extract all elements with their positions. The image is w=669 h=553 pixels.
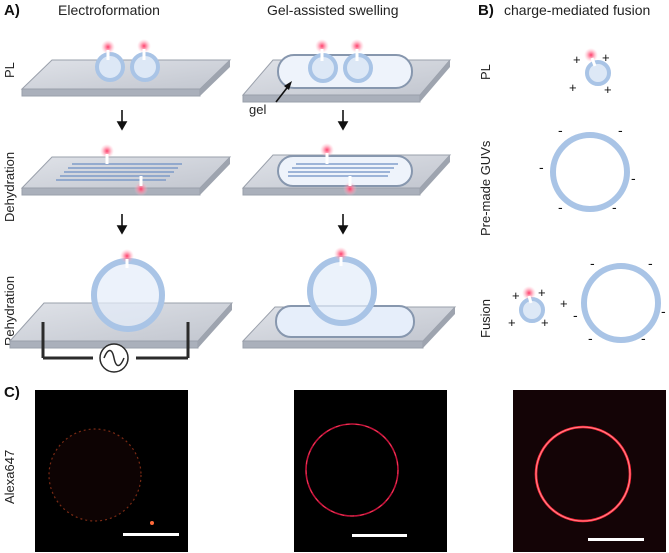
premade-guv bbox=[550, 132, 630, 212]
negative-charges: - - - - - - bbox=[539, 122, 636, 215]
fusion-small-vesicle bbox=[519, 286, 545, 323]
positive-charges: + + + + bbox=[569, 50, 612, 97]
fusion-negative-charges: - - - - - - bbox=[573, 255, 666, 346]
vesicle-small-1 bbox=[95, 40, 125, 82]
vesicle-small-4 bbox=[343, 39, 373, 83]
slide-electroformation-rehydration bbox=[8, 249, 234, 373]
scale-bar bbox=[123, 533, 179, 536]
svg-text:-: - bbox=[631, 170, 636, 186]
column-title-gel-swelling: Gel-assisted swelling bbox=[267, 2, 399, 18]
gel-arrow bbox=[275, 81, 292, 103]
svg-text:-: - bbox=[558, 199, 563, 215]
svg-text:+: + bbox=[508, 315, 516, 330]
scale-bar bbox=[352, 534, 407, 537]
schematic-diagram: gel bbox=[8, 39, 666, 373]
charged-vesicle-pl bbox=[584, 48, 611, 86]
down-arrow bbox=[116, 214, 349, 235]
vesicle-small-2 bbox=[130, 39, 160, 82]
slide-gel-rehydration bbox=[241, 247, 457, 349]
dye-label bbox=[101, 40, 115, 54]
svg-text:+: + bbox=[602, 50, 610, 65]
gel-annotation: gel bbox=[249, 102, 266, 117]
micrograph-gel-swelling bbox=[294, 390, 447, 552]
panel-a-label: A) bbox=[4, 2, 20, 19]
down-arrow bbox=[116, 110, 349, 131]
svg-text:+: + bbox=[538, 285, 546, 300]
fusion-positive-charges: + + + + + bbox=[508, 285, 568, 330]
svg-text:-: - bbox=[558, 122, 563, 138]
slide-electroformation-pl bbox=[20, 59, 232, 97]
svg-text:-: - bbox=[588, 330, 593, 346]
svg-text:-: - bbox=[618, 122, 623, 138]
vesicle-small-3 bbox=[308, 39, 338, 83]
svg-text:-: - bbox=[641, 330, 646, 346]
svg-text:+: + bbox=[569, 80, 577, 95]
row-label-alexa647: Alexa647 bbox=[2, 449, 17, 504]
svg-text:+: + bbox=[560, 296, 568, 311]
svg-text:+: + bbox=[541, 315, 549, 330]
slide-gel-pl bbox=[241, 54, 452, 103]
micrograph-charge-fusion bbox=[513, 390, 666, 552]
column-title-charge-fusion: charge-mediated fusion bbox=[504, 2, 651, 18]
svg-text:-: - bbox=[573, 307, 578, 323]
fusion-large-vesicle bbox=[581, 263, 661, 343]
svg-text:-: - bbox=[590, 255, 595, 271]
column-title-electroformation: Electroformation bbox=[58, 2, 160, 18]
giant-vesicle bbox=[91, 258, 165, 332]
panel-b-label: B) bbox=[478, 2, 494, 19]
svg-text:+: + bbox=[573, 52, 581, 67]
lipid-stack bbox=[56, 163, 182, 181]
svg-text:-: - bbox=[648, 255, 653, 271]
slide-electroformation-dehydration bbox=[20, 144, 232, 196]
svg-text:-: - bbox=[612, 199, 617, 215]
svg-text:+: + bbox=[604, 82, 612, 97]
svg-text:-: - bbox=[539, 159, 544, 175]
panel-c-label: C) bbox=[4, 384, 20, 401]
dye-label bbox=[137, 39, 151, 53]
slide-gel-dehydration bbox=[241, 143, 452, 196]
micrograph-electroformation bbox=[35, 390, 188, 552]
svg-text:-: - bbox=[661, 303, 666, 319]
electrode-circuit bbox=[41, 322, 190, 360]
scale-bar bbox=[588, 538, 644, 541]
svg-text:+: + bbox=[512, 288, 520, 303]
